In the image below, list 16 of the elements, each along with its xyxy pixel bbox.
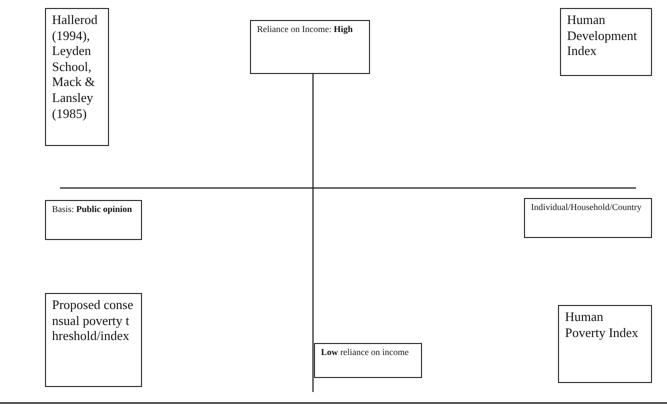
text-box <box>45 8 109 146</box>
text-box <box>45 200 142 240</box>
text-box <box>524 198 652 238</box>
box-text: Proposed consensual poverty threshold/index <box>52 297 134 344</box>
box-text: Basis: Public opinion <box>52 204 134 215</box>
text-box <box>314 343 422 378</box>
box-text: Human Poverty Index <box>565 309 640 340</box>
text-box <box>250 20 370 74</box>
box-text: Human Development Index <box>567 12 638 59</box>
box-text: Reliance on Income: High <box>257 24 354 35</box>
text-box <box>45 293 142 387</box>
text-box <box>560 8 652 76</box>
box-text: Hallerod (1994), Leyden School, Mack & Lansley (1985) <box>52 12 98 122</box>
box-text: Low reliance on income <box>321 347 410 358</box>
box-text: Individual/Household/Country <box>531 202 642 213</box>
text-box <box>558 305 652 383</box>
